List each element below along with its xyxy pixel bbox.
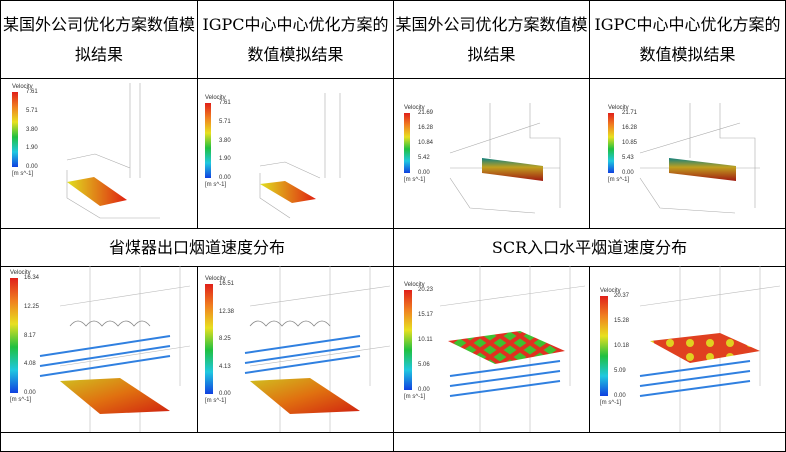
legend-tick: 0.00 xyxy=(219,391,231,397)
color-scale-bar xyxy=(404,290,412,390)
legend-tick: 0.00 xyxy=(418,170,430,176)
header-text: 某国外公司优化方案数值模拟结果 xyxy=(395,14,588,64)
color-scale-bar xyxy=(608,113,614,173)
legend-tick: 8.17 xyxy=(24,332,36,339)
legend-unit: [m s^-1] xyxy=(205,182,227,188)
legend-title: Velocity xyxy=(404,105,425,111)
legend-tick: 16.51 xyxy=(219,281,235,287)
header-cell: IGPC中心中心优化方案的数值模拟结果 xyxy=(589,0,786,79)
legend-tick: 5.43 xyxy=(622,155,634,161)
legend-unit: [m s^-1] xyxy=(404,177,426,183)
velocity-plane xyxy=(260,181,316,203)
velocity-plane xyxy=(482,158,543,181)
legend-title: Velocity xyxy=(600,288,621,294)
legend-tick: 1.90 xyxy=(26,145,38,152)
legend-title: Velocity xyxy=(608,105,629,111)
header-cell: 某国外公司优化方案数值模拟结果 xyxy=(0,0,198,79)
section-title-cell: 省煤器出口烟道速度分布 xyxy=(0,228,394,267)
legend-tick: 0.00 xyxy=(219,175,231,181)
legend-tick: 0.00 xyxy=(622,170,634,176)
legend-tick: 7.61 xyxy=(219,100,231,106)
legend-tick: 21.71 xyxy=(622,110,638,116)
legend-unit: [m s^-1] xyxy=(205,398,227,404)
legend-unit: [m s^-1] xyxy=(12,171,34,177)
legend-tick: 12.38 xyxy=(219,308,235,315)
legend-tick: 4.13 xyxy=(219,363,231,370)
section-title-cell: SCR入口水平烟道速度分布 xyxy=(393,228,786,267)
legend-title: Velocity xyxy=(10,270,31,276)
legend-tick: 10.84 xyxy=(418,140,434,146)
legend-title: Velocity xyxy=(205,95,226,101)
legend-unit: [m s^-1] xyxy=(608,177,630,183)
legend-tick: 5.71 xyxy=(219,118,231,125)
color-scale-bar xyxy=(600,296,608,396)
cfd-images-bottom xyxy=(39,266,781,432)
legend-tick: 3.80 xyxy=(26,126,38,133)
legend-title: Velocity xyxy=(205,276,226,282)
legend-tick: 16.34 xyxy=(24,275,40,281)
color-scale-bar xyxy=(205,103,211,178)
legend-tick: 5.09 xyxy=(614,368,626,374)
velocity-plane xyxy=(60,378,170,414)
cfd-images-top xyxy=(66,83,760,219)
legend-unit: [m s^-1] xyxy=(404,394,426,400)
header-text: IGPC中心中心优化方案的数值模拟结果 xyxy=(202,14,389,64)
legend-tick: 16.28 xyxy=(418,125,434,131)
legend-title: Velocity xyxy=(404,282,425,288)
legend-tick: 0.00 xyxy=(26,164,38,170)
velocity-plane xyxy=(669,158,736,181)
legend-tick: 0.00 xyxy=(614,393,626,399)
legend-tick: 15.17 xyxy=(418,312,434,318)
header-cell: 某国外公司优化方案数值模拟结果 xyxy=(393,0,590,79)
legend-tick: 20.37 xyxy=(614,293,630,299)
legend-tick: 8.25 xyxy=(219,336,231,342)
legend-tick: 1.90 xyxy=(219,156,231,163)
ammonia-injection-grid xyxy=(39,335,751,397)
header-cell: IGPC中心中心优化方案的数值模拟结果 xyxy=(197,0,394,79)
legend-tick: 12.25 xyxy=(24,303,40,310)
legend-tick: 20.23 xyxy=(418,287,434,293)
section-title: SCR入口水平烟道速度分布 xyxy=(491,237,688,257)
color-scale-bar xyxy=(12,92,18,167)
legend-tick: 5.42 xyxy=(418,155,430,161)
velocity-plane xyxy=(67,177,127,206)
legend-tick: 0.00 xyxy=(24,390,36,396)
velocity-plane xyxy=(650,333,760,363)
color-scale-bar xyxy=(10,278,18,393)
legend-tick: 0.00 xyxy=(418,387,430,393)
legend-tick: 10.85 xyxy=(622,140,638,146)
legend-tick: 4.08 xyxy=(24,361,36,368)
table-row-partial xyxy=(393,432,786,452)
legend-tick: 5.71 xyxy=(26,107,38,114)
legend-tick: 16.28 xyxy=(622,125,638,131)
legend-tick: 10.11 xyxy=(418,337,433,343)
legend-title: Velocity xyxy=(12,84,33,90)
velocity-plane xyxy=(250,378,360,414)
header-text: 某国外公司优化方案数值模拟结果 xyxy=(2,14,195,64)
legend-tick: 3.80 xyxy=(219,137,231,144)
section-title: 省煤器出口烟道速度分布 xyxy=(108,237,285,257)
legend-tick: 10.18 xyxy=(614,343,630,349)
color-scale-bar xyxy=(205,284,213,394)
legend-tick: 15.28 xyxy=(614,318,630,324)
legend-tick: 5.06 xyxy=(418,362,430,368)
velocity-plane xyxy=(448,331,565,364)
color-scale-bar xyxy=(404,113,410,173)
header-text: IGPC中心中心优化方案的数值模拟结果 xyxy=(594,14,781,64)
table-row-partial xyxy=(0,432,394,452)
legend-unit: [m s^-1] xyxy=(10,397,32,403)
legend-unit: [m s^-1] xyxy=(600,400,622,406)
legend-tick: 21.69 xyxy=(418,110,434,116)
legend-tick: 7.61 xyxy=(26,89,38,95)
